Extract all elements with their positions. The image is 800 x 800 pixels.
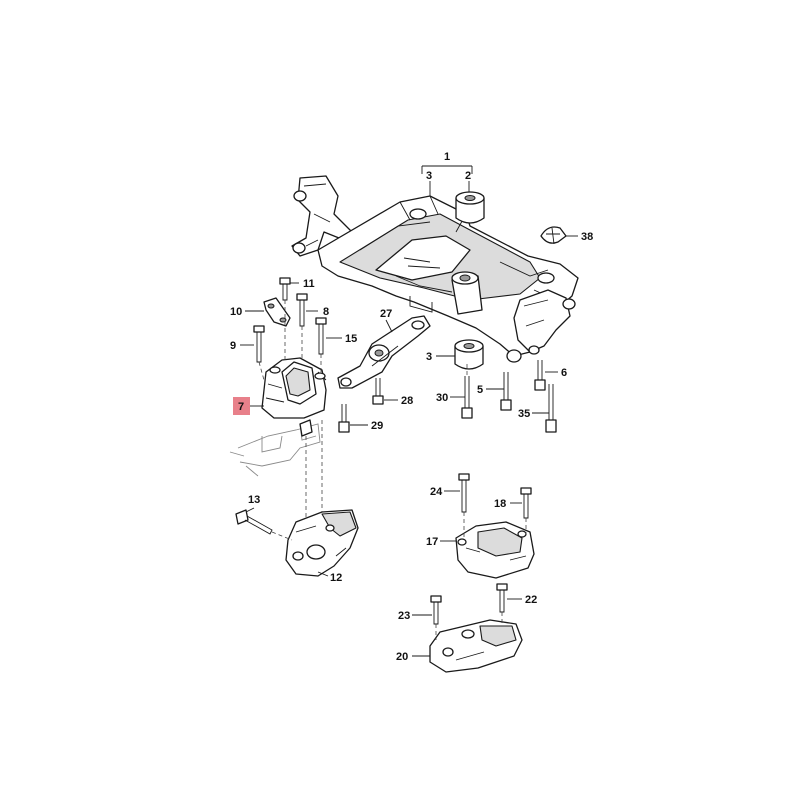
callout-7: 7 [238, 401, 244, 413]
subframe [291, 175, 579, 363]
bolt-35 [545, 384, 557, 433]
callout-3-lower: 3 [426, 351, 432, 363]
callout-22: 22 [525, 594, 537, 606]
bolt-28 [372, 378, 384, 405]
callout-20: 20 [396, 651, 408, 663]
callout-10: 10 [230, 306, 242, 318]
callout-15: 15 [345, 333, 357, 345]
body-panel-outline [229, 423, 321, 477]
callout-35: 35 [518, 408, 530, 420]
callout-labels: 1 2 3 3 5 6 7 8 9 10 11 12 13 15 17 18 2… [230, 151, 593, 663]
bolt-30 [461, 376, 473, 419]
assembly-lines [258, 300, 527, 640]
callout-30: 30 [436, 392, 448, 404]
callout-9: 9 [230, 340, 236, 352]
bolt-8 [296, 293, 308, 327]
bolt-9 [253, 325, 265, 363]
bushing-3-lower [454, 339, 484, 370]
bracket-12 [285, 509, 359, 577]
clip-38 [540, 226, 567, 245]
callout-13: 13 [248, 494, 260, 506]
bolt-22 [496, 583, 508, 613]
bolt-5 [500, 372, 512, 411]
highlight-box-7 [233, 397, 250, 415]
leader-lines [240, 165, 578, 657]
callout-6: 6 [561, 367, 567, 379]
bolts [235, 277, 557, 625]
callout-24: 24 [430, 486, 443, 498]
callout-29: 29 [371, 420, 383, 432]
torque-rod-27 [337, 315, 431, 389]
bolt-13 [235, 509, 273, 535]
transmission-mount-17 [455, 521, 535, 579]
callout-5: 5 [477, 384, 483, 396]
callout-2: 2 [465, 170, 471, 182]
callout-11: 11 [303, 278, 315, 290]
callout-18: 18 [494, 498, 506, 510]
callout-3: 3 [426, 170, 432, 182]
stud-lower-mount [299, 419, 313, 437]
bolt-6 [534, 360, 546, 391]
callout-38: 38 [581, 231, 593, 243]
callout-28: 28 [401, 395, 413, 407]
bracket-20 [429, 619, 523, 673]
bushing-2 [455, 191, 485, 224]
bolt-24 [458, 473, 470, 513]
callout-1: 1 [444, 151, 450, 163]
engine-mount-7 [261, 357, 327, 419]
callout-23: 23 [398, 610, 410, 622]
callout-8: 8 [323, 306, 329, 318]
bolt-29 [338, 404, 350, 433]
bolt-23 [430, 595, 442, 625]
callout-17: 17 [426, 536, 438, 548]
bolt-15 [315, 317, 327, 355]
bolt-18 [520, 487, 532, 519]
bolt-11 [279, 277, 291, 301]
callout-27: 27 [380, 308, 392, 320]
callout-12: 12 [330, 572, 342, 584]
strap-10 [263, 297, 291, 327]
